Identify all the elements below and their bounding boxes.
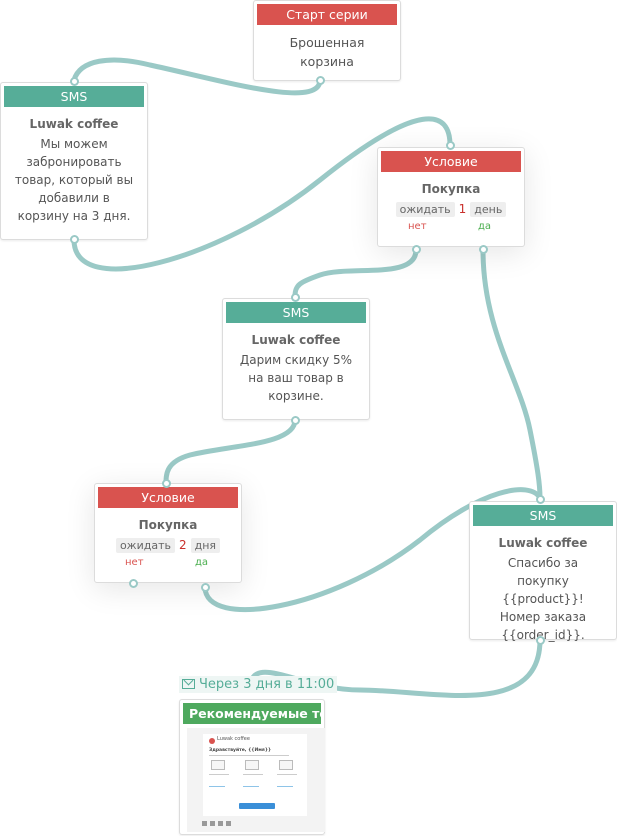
email-preview-thumbnail[interactable]: Luwak coffee Здравствуйте, {{Имя}} [187,728,325,832]
condition-outputs: нет да [95,557,241,573]
sms-line: добавили в [38,191,110,205]
sms-node-1[interactable]: SMS Luwak coffee Мы можем забронировать … [0,82,148,240]
output-port[interactable] [316,76,325,85]
sms-line: Спасибо за [507,556,579,570]
start-series-body: Брошенная корзина [254,33,400,71]
condition-header: Условие [381,151,521,172]
sms-line: на ваш товар в [248,371,344,385]
wait-value[interactable]: 1 [458,202,467,216]
sms-line: Дарим скидку 5% [239,353,353,367]
wait-unit: день [470,202,507,217]
input-port[interactable] [162,479,171,488]
start-series-header: Старт серии [257,4,397,25]
wire-condition1-yes-to-sms3 [480,247,543,501]
sms-line: товар, который вы [14,173,134,187]
output-port-no[interactable] [412,245,421,254]
preview-cta-button-icon [239,803,275,809]
condition-header: Условие [98,487,238,508]
start-series-line: корзина [300,54,354,69]
email-delay-label: Через 3 дня в 11:00 [199,677,335,692]
wait-label: ожидать [395,202,455,217]
start-series-line: Брошенная [289,35,365,50]
wire-start-to-sms1 [71,57,323,96]
preview-link-line [277,786,293,787]
output-no-label: нет [125,557,144,568]
sms-line: забронировать [26,155,122,169]
preview-text-line [209,755,289,756]
sms-message: Мы можем забронировать товар, который вы… [1,135,147,225]
sms-header: SMS [4,86,144,107]
sms-header: SMS [473,505,613,526]
output-port[interactable] [70,235,79,244]
input-port[interactable] [536,495,545,504]
sms-line: корзину на 3 дня. [17,209,131,223]
wait-label: ожидать [115,538,175,553]
sms-line: корзине. [268,389,324,403]
output-port-no[interactable] [129,579,138,588]
preview-text-line [277,774,297,775]
condition-title: Покупка [421,182,481,196]
wire-sms2-to-condition2 [163,417,298,489]
wait-unit: дня [190,538,221,553]
preview-text-line [243,774,263,775]
sms-line: покупку {{product}}! [502,574,584,606]
wire-condition2-yes-to-sms3 [202,487,543,613]
sms-node-2[interactable]: SMS Luwak coffee Дарим скидку 5% на ваш … [222,298,370,420]
email-delay-trigger[interactable]: Через 3 дня в 11:00 [179,676,338,693]
input-port[interactable] [446,141,455,150]
social-icon [218,821,223,826]
sms-line: Мы можем [40,137,108,151]
sms-line: Номер заказа [499,610,587,624]
email-preview-greeting: Здравствуйте, {{Имя}} [209,748,272,753]
envelope-icon [182,679,195,689]
product-image-icon [279,760,293,770]
start-series-node[interactable]: Старт серии Брошенная корзина [253,0,401,81]
output-port-yes[interactable] [201,583,210,592]
input-port[interactable] [291,293,300,302]
output-yes-label: да [195,557,209,568]
output-port[interactable] [536,636,545,645]
preview-text-line [209,774,229,775]
input-port[interactable] [70,77,79,86]
wire-sms3-to-email [247,637,543,698]
condition-title: Покупка [138,518,198,532]
wire-condition1-no-to-sms2 [292,247,419,299]
output-port[interactable] [291,416,300,425]
email-node[interactable]: Рекомендуемые тов... Luwak coffee Здравс… [179,699,325,835]
wire-sms1-to-condition1 [71,116,453,272]
preview-link-line [243,786,259,787]
social-icon [202,821,207,826]
social-icon [210,821,215,826]
preview-link-line [209,786,225,787]
sms-sender: Luwak coffee [251,333,341,347]
sms-header: SMS [226,302,366,323]
wait-value[interactable]: 2 [178,538,187,552]
sms-message: Спасибо за покупку {{product}}! Номер за… [470,554,616,644]
sms-message: Дарим скидку 5% на ваш товар в корзине. [223,351,369,405]
output-port-yes[interactable] [479,245,488,254]
condition-outputs: нет да [378,221,524,237]
sms-sender: Luwak coffee [498,536,588,550]
output-yes-label: да [478,221,492,232]
brand-logo-icon [209,738,215,744]
email-preview-brand: Luwak coffee [217,736,250,742]
email-preview-card: Luwak coffee Здравствуйте, {{Имя}} [203,734,307,816]
email-header: Рекомендуемые тов... [183,703,321,724]
product-image-icon [211,760,225,770]
product-image-icon [245,760,259,770]
sms-sender: Luwak coffee [29,117,119,131]
sms-line: {{order_id}}. [501,628,585,642]
sms-node-3[interactable]: SMS Luwak coffee Спасибо за покупку {{pr… [469,501,617,642]
social-icon [226,821,231,826]
output-no-label: нет [408,221,427,232]
